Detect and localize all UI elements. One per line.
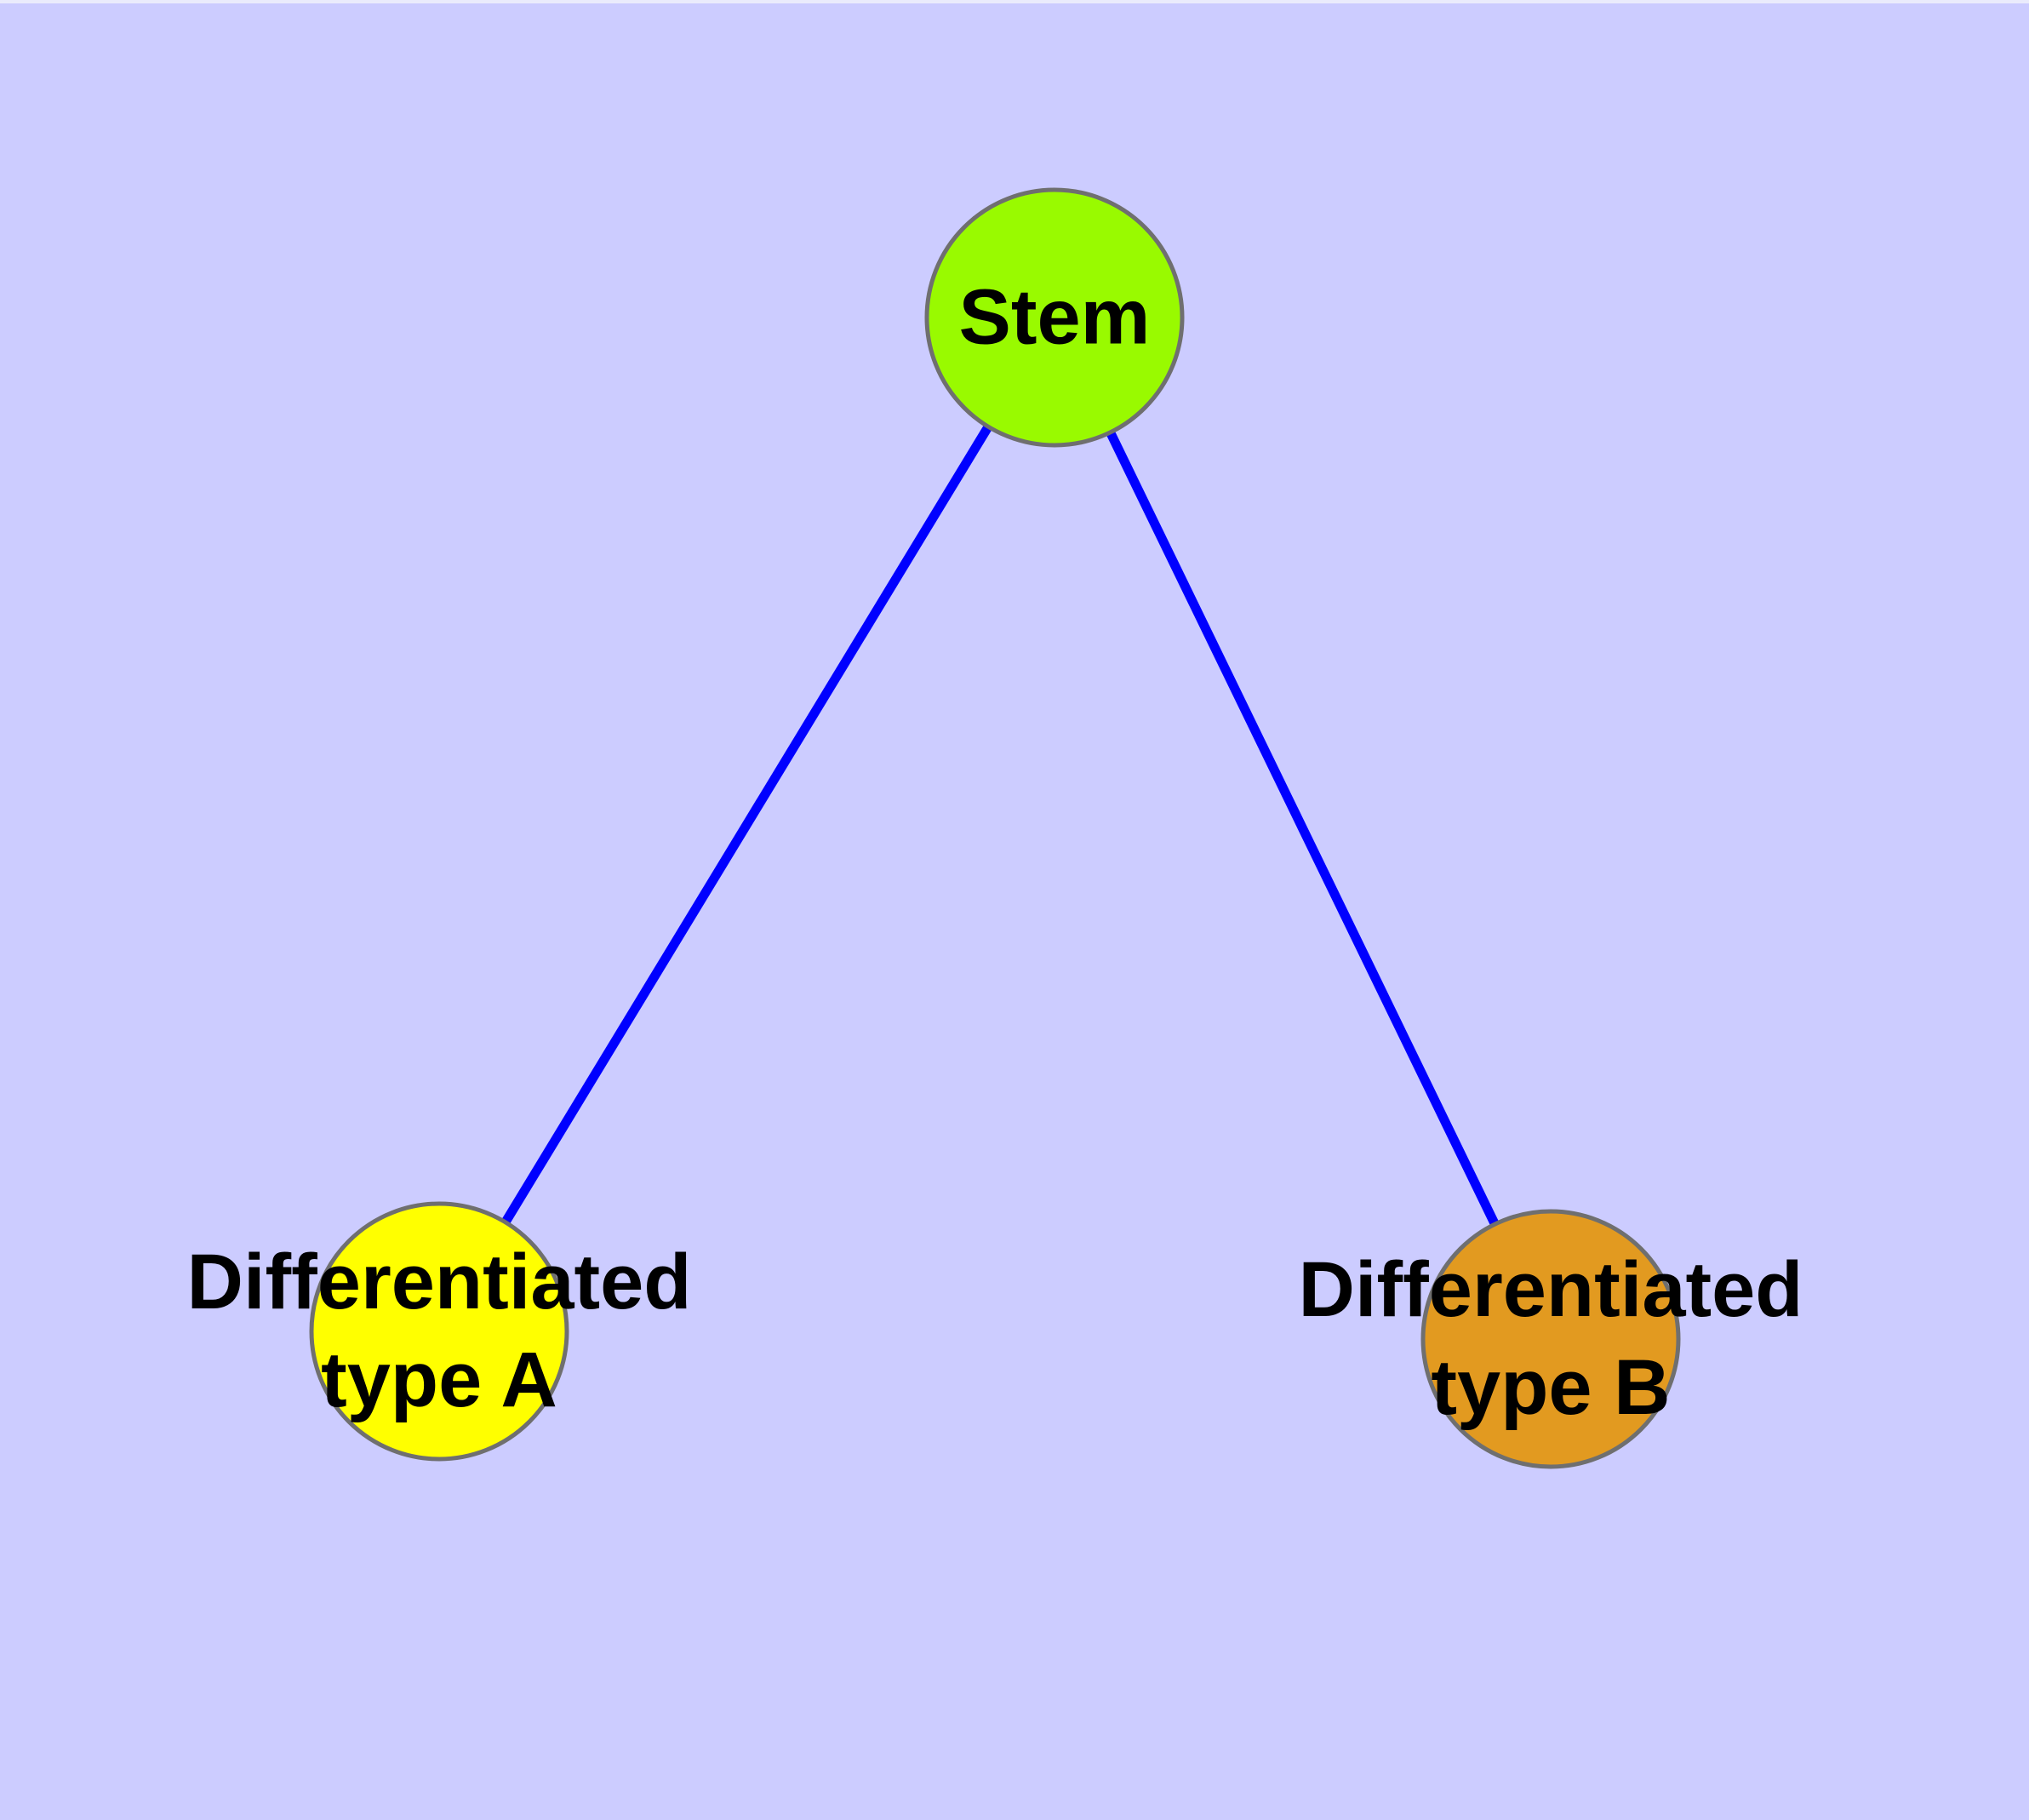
node-stem-circle[interactable] <box>924 187 1185 448</box>
window-top-edge <box>0 0 2029 3</box>
node-type-b-circle[interactable] <box>1420 1209 1681 1469</box>
edge-stem-to-type-a <box>435 315 1059 1334</box>
edge-stem-to-type-b <box>1050 315 1555 1342</box>
node-type-a-circle[interactable] <box>309 1201 569 1462</box>
